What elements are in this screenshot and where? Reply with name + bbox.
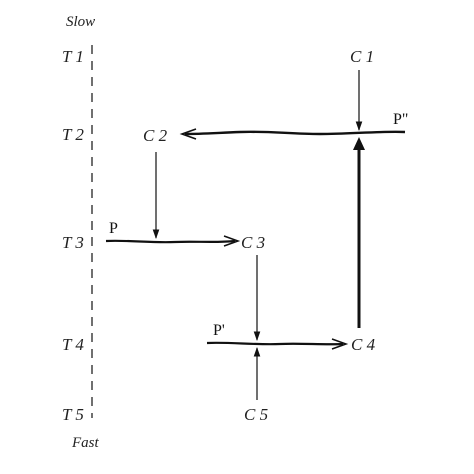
level-label-t1: T 1	[62, 47, 84, 66]
path-p-line	[105, 239, 236, 244]
node-c1: C 1	[350, 47, 374, 66]
axis-bottom-label: Fast	[71, 435, 100, 451]
arrowhead-to-c2	[179, 128, 197, 140]
axis-top-label: Slow	[66, 14, 95, 30]
path-label-p-double-prime: P"	[393, 111, 408, 128]
level-label-t5: T 5	[62, 405, 84, 424]
arrowhead-c4-up	[353, 137, 365, 150]
path-p-double-prime-line	[184, 130, 406, 136]
arrowhead-to-c4	[331, 338, 349, 350]
node-c4: C 4	[351, 335, 376, 354]
path-p-prime-line	[206, 341, 344, 346]
node-c5: C 5	[244, 405, 268, 424]
node-c3: C 3	[241, 233, 265, 252]
level-label-t2: T 2	[62, 125, 84, 144]
path-label-p-prime: P'	[213, 322, 225, 339]
node-c2: C 2	[143, 126, 168, 145]
path-label-p: P	[109, 220, 118, 237]
level-label-t4: T 4	[62, 335, 84, 354]
level-label-t3: T 3	[62, 233, 84, 252]
arrowhead-to-c3	[223, 235, 241, 247]
